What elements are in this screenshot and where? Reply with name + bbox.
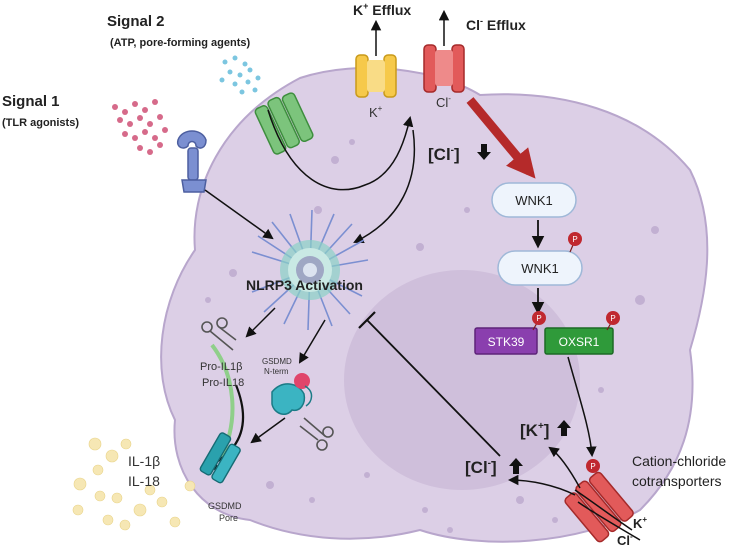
phospho-oxsr1-label: P	[610, 314, 615, 323]
phospho-stk39	[532, 311, 546, 331]
il1b-label: IL-1β	[128, 453, 160, 469]
cotransporter-label-2: cotransporters	[632, 473, 721, 489]
signal1-subtitle: (TLR agonists)	[2, 117, 79, 129]
gsdmd-nterm-label-2: N-term	[264, 367, 289, 376]
phospho-wnk1-label: P	[572, 235, 577, 244]
phospho-stk39-label: P	[536, 314, 541, 323]
cl-in-label: Cl-	[617, 532, 633, 548]
efflux-to-nlrp3-arrow	[353, 129, 416, 244]
cotransporter-k-line	[574, 489, 633, 531]
inhibition-line	[366, 319, 501, 457]
gsdmd-protein-icon	[271, 373, 313, 415]
tlr-to-nlrp3-arrow	[204, 189, 274, 240]
k-channel-label: K+	[369, 104, 383, 120]
to-k-increase-arrow	[548, 446, 581, 489]
cl-decrease-label: [Cl-]	[428, 145, 460, 164]
phospho-cotransporter	[586, 459, 600, 473]
k-increase-label: [K+]	[520, 421, 549, 440]
gsdmd-pore-label-2: Pore	[219, 513, 238, 523]
stk39-label: STK39	[488, 335, 525, 349]
stk39-box	[474, 327, 538, 355]
nlrp3-to-gsdmd-arrow	[298, 319, 326, 364]
phospho-wnk1	[568, 232, 582, 253]
k-in-label: K+	[633, 515, 647, 531]
nlrp3-to-scissors-arrow	[245, 307, 276, 338]
signal1-title: Signal 1	[2, 93, 60, 110]
up-arrow-icon	[557, 420, 571, 436]
gsdmd-to-pore-arrow	[250, 417, 286, 444]
nucleus	[344, 270, 580, 490]
kinases-to-cotransporter-arrow	[567, 356, 597, 458]
cl-channel-label: Cl-	[436, 94, 451, 110]
cl-efflux-label: Cl- Efflux	[466, 16, 526, 33]
signal2-subtitle: (ATP, pore-forming agents)	[110, 37, 250, 49]
gsdmd-pore-icon	[199, 432, 241, 484]
cotransporter-cl-line	[577, 501, 641, 541]
cotransporter-label-1: Cation-chloride	[632, 453, 726, 469]
scissors-icon	[201, 317, 237, 351]
red-channel-icon	[423, 44, 465, 93]
wnk1-top-label: WNK1	[515, 193, 553, 208]
signal2-to-channel-arrow	[267, 109, 414, 191]
gsdmd-pore-label-1: GSDMD	[208, 501, 242, 511]
pro-il1b-label: Pro-IL1β	[200, 361, 242, 373]
inhibition-bar	[358, 311, 376, 329]
wnk1-bottom-label: WNK1	[521, 261, 559, 276]
down-arrow-icon	[477, 144, 491, 160]
green-channel-icon	[254, 92, 314, 155]
nlrp3-complex-icon	[251, 209, 369, 331]
k-efflux-label: K+ Efflux	[353, 1, 411, 18]
nlrp3-label: NLRP3 Activation	[246, 277, 363, 293]
wnk1-bottom-box	[497, 250, 583, 286]
receptor-icon	[176, 130, 207, 193]
phospho-cotransporter-label: P	[590, 462, 595, 471]
to-cl-increase-arrow	[507, 474, 576, 496]
oxsr1-box	[544, 327, 614, 355]
up-arrow-icon-2	[509, 458, 523, 474]
il18-label: IL-18	[128, 473, 160, 489]
blue-dots-icon	[219, 55, 261, 95]
wnk1-top-box	[491, 182, 577, 218]
pink-dots-icon	[112, 99, 168, 155]
cl-increase-label: [Cl-]	[465, 458, 497, 477]
scissors-icon-2	[299, 417, 334, 451]
phospho-oxsr1	[606, 311, 620, 331]
oxsr1-label: OXSR1	[559, 335, 600, 349]
signal2-title: Signal 2	[107, 13, 165, 30]
yellow-channel-icon	[355, 54, 397, 98]
cl-to-wnk1-red-arrow	[466, 97, 536, 179]
il-particles	[72, 437, 196, 531]
organelle-spots	[205, 139, 659, 533]
gsdmd-nterm-label-1: GSDMD	[262, 357, 292, 366]
pro-il18-label: Pro-IL18	[202, 377, 244, 389]
